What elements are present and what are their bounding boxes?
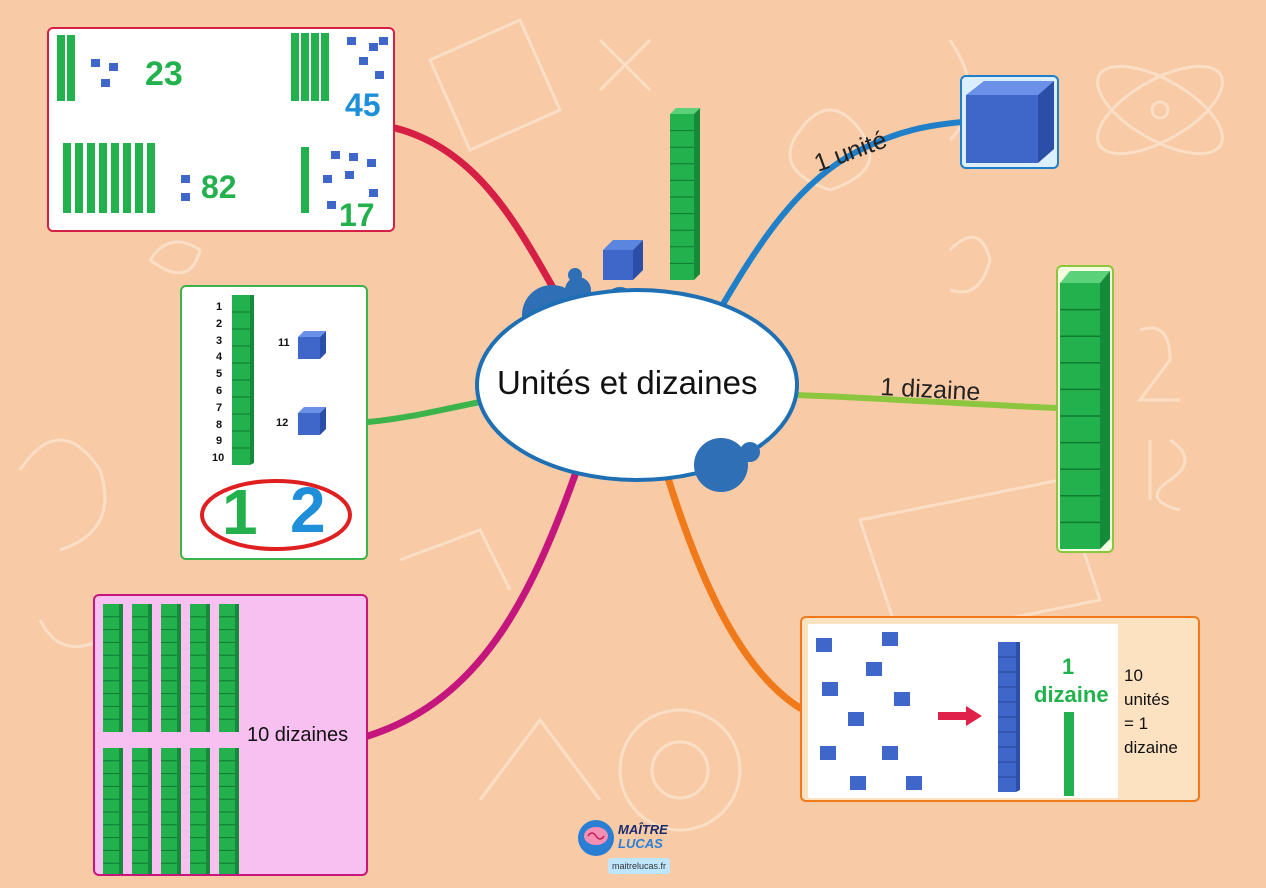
ten-rod-2 — [132, 604, 152, 732]
unit-11-label: 11 — [278, 337, 290, 349]
number-23-tens: 23 — [145, 55, 183, 93]
branch-ten — [793, 392, 1061, 411]
branch-ten-tens — [364, 471, 579, 740]
unit-12-cube — [298, 407, 326, 435]
number-45: 45 — [345, 87, 381, 123]
caption-line-4: dizaine — [1124, 738, 1178, 757]
cubes-23 — [91, 59, 118, 87]
count-4: 4 — [216, 351, 223, 364]
count-5: 5 — [216, 368, 223, 381]
ten-rod-7 — [132, 748, 152, 874]
ten-tens-label: 10 dizaines — [247, 724, 349, 746]
ten-label: 1 dizaine — [880, 373, 981, 406]
green-ten-rod — [1064, 712, 1074, 796]
ten-rod-9 — [190, 748, 210, 874]
conversion-big-one: 1 — [1062, 654, 1075, 679]
caption-line-3: = 1 — [1124, 714, 1149, 733]
floating-ten-rod — [670, 108, 700, 280]
rod-group-82 — [63, 143, 155, 213]
numbers-box: 23 45 82 17 — [47, 27, 395, 233]
ten-rod-4 — [190, 604, 210, 732]
ten-rod-box — [1056, 265, 1114, 553]
ten-rods-grid — [103, 604, 239, 874]
cubes-17 — [323, 151, 378, 209]
count-9: 9 — [216, 435, 223, 448]
ten-rod-6 — [103, 748, 123, 874]
tens-digit: 1 — [222, 476, 258, 548]
rod-group-17 — [301, 147, 309, 213]
ten-rod-icon — [1060, 271, 1110, 549]
count-6: 6 — [216, 384, 223, 397]
scattered-cubes — [816, 632, 922, 790]
count-10: 10 — [212, 452, 225, 465]
rod-group-23 — [57, 35, 75, 101]
conversion-box: 1 dizaine 10 unités = 1 dizaine — [800, 616, 1200, 802]
count-3: 3 — [216, 334, 223, 347]
branch-conversion — [664, 474, 804, 712]
caption-line-2: unités — [1124, 690, 1170, 709]
cubes-82 — [181, 175, 190, 201]
count-list: 1 2 3 4 5 6 7 8 9 10 — [212, 299, 224, 467]
number-17: 17 — [339, 197, 375, 233]
branch-numbers — [391, 124, 564, 304]
ten-tens-box: 10 dizaines — [93, 594, 368, 876]
counting-box: 1 2 3 4 5 6 7 8 9 10 11 12 1 2 — [180, 285, 368, 560]
ten-rod-10 — [219, 748, 239, 874]
ten-rod-3 — [161, 604, 181, 732]
conversion-caption: 10 unités = 1 dizaine — [1124, 664, 1178, 760]
unit-cube-box — [960, 75, 1059, 169]
logo-line2: LUCAS — [618, 836, 663, 851]
unit-cube-icon — [966, 81, 1054, 163]
units-digit: 2 — [290, 474, 326, 546]
brain-logo-icon — [578, 820, 614, 856]
logo[interactable]: MAÎTRE LUCAS maitrelucas.fr — [576, 816, 680, 882]
count-7: 7 — [216, 401, 223, 414]
number-82: 82 — [201, 169, 237, 205]
central-title: Unités et dizaines — [497, 364, 758, 401]
ten-rod-8 — [161, 748, 181, 874]
logo-line1: MAÎTRE — [618, 822, 668, 837]
floating-unit-cube — [603, 240, 643, 280]
cubes-45 — [347, 37, 388, 79]
ten-rod-5 — [219, 604, 239, 732]
unit-label: 1 unité — [810, 126, 890, 178]
count-8: 8 — [216, 418, 223, 431]
count-1: 1 — [216, 301, 223, 313]
branch-unit — [712, 119, 965, 321]
arrow-icon — [938, 706, 982, 726]
circled-twelve — [200, 479, 352, 551]
central-node — [475, 268, 799, 492]
caption-line-1: 10 — [1124, 666, 1143, 685]
branch-counting — [365, 399, 483, 425]
counting-rod — [232, 295, 254, 465]
unit-11-cube — [298, 331, 326, 359]
blue-ten-rod — [998, 642, 1020, 792]
conversion-panel: 1 dizaine — [808, 624, 1118, 798]
logo-url: maitrelucas.fr — [608, 858, 671, 874]
count-2: 2 — [216, 317, 223, 330]
ten-rod-1 — [103, 604, 123, 732]
conversion-word: dizaine — [1034, 682, 1109, 707]
unit-12-label: 12 — [276, 417, 289, 429]
rod-group-45 — [291, 33, 329, 101]
